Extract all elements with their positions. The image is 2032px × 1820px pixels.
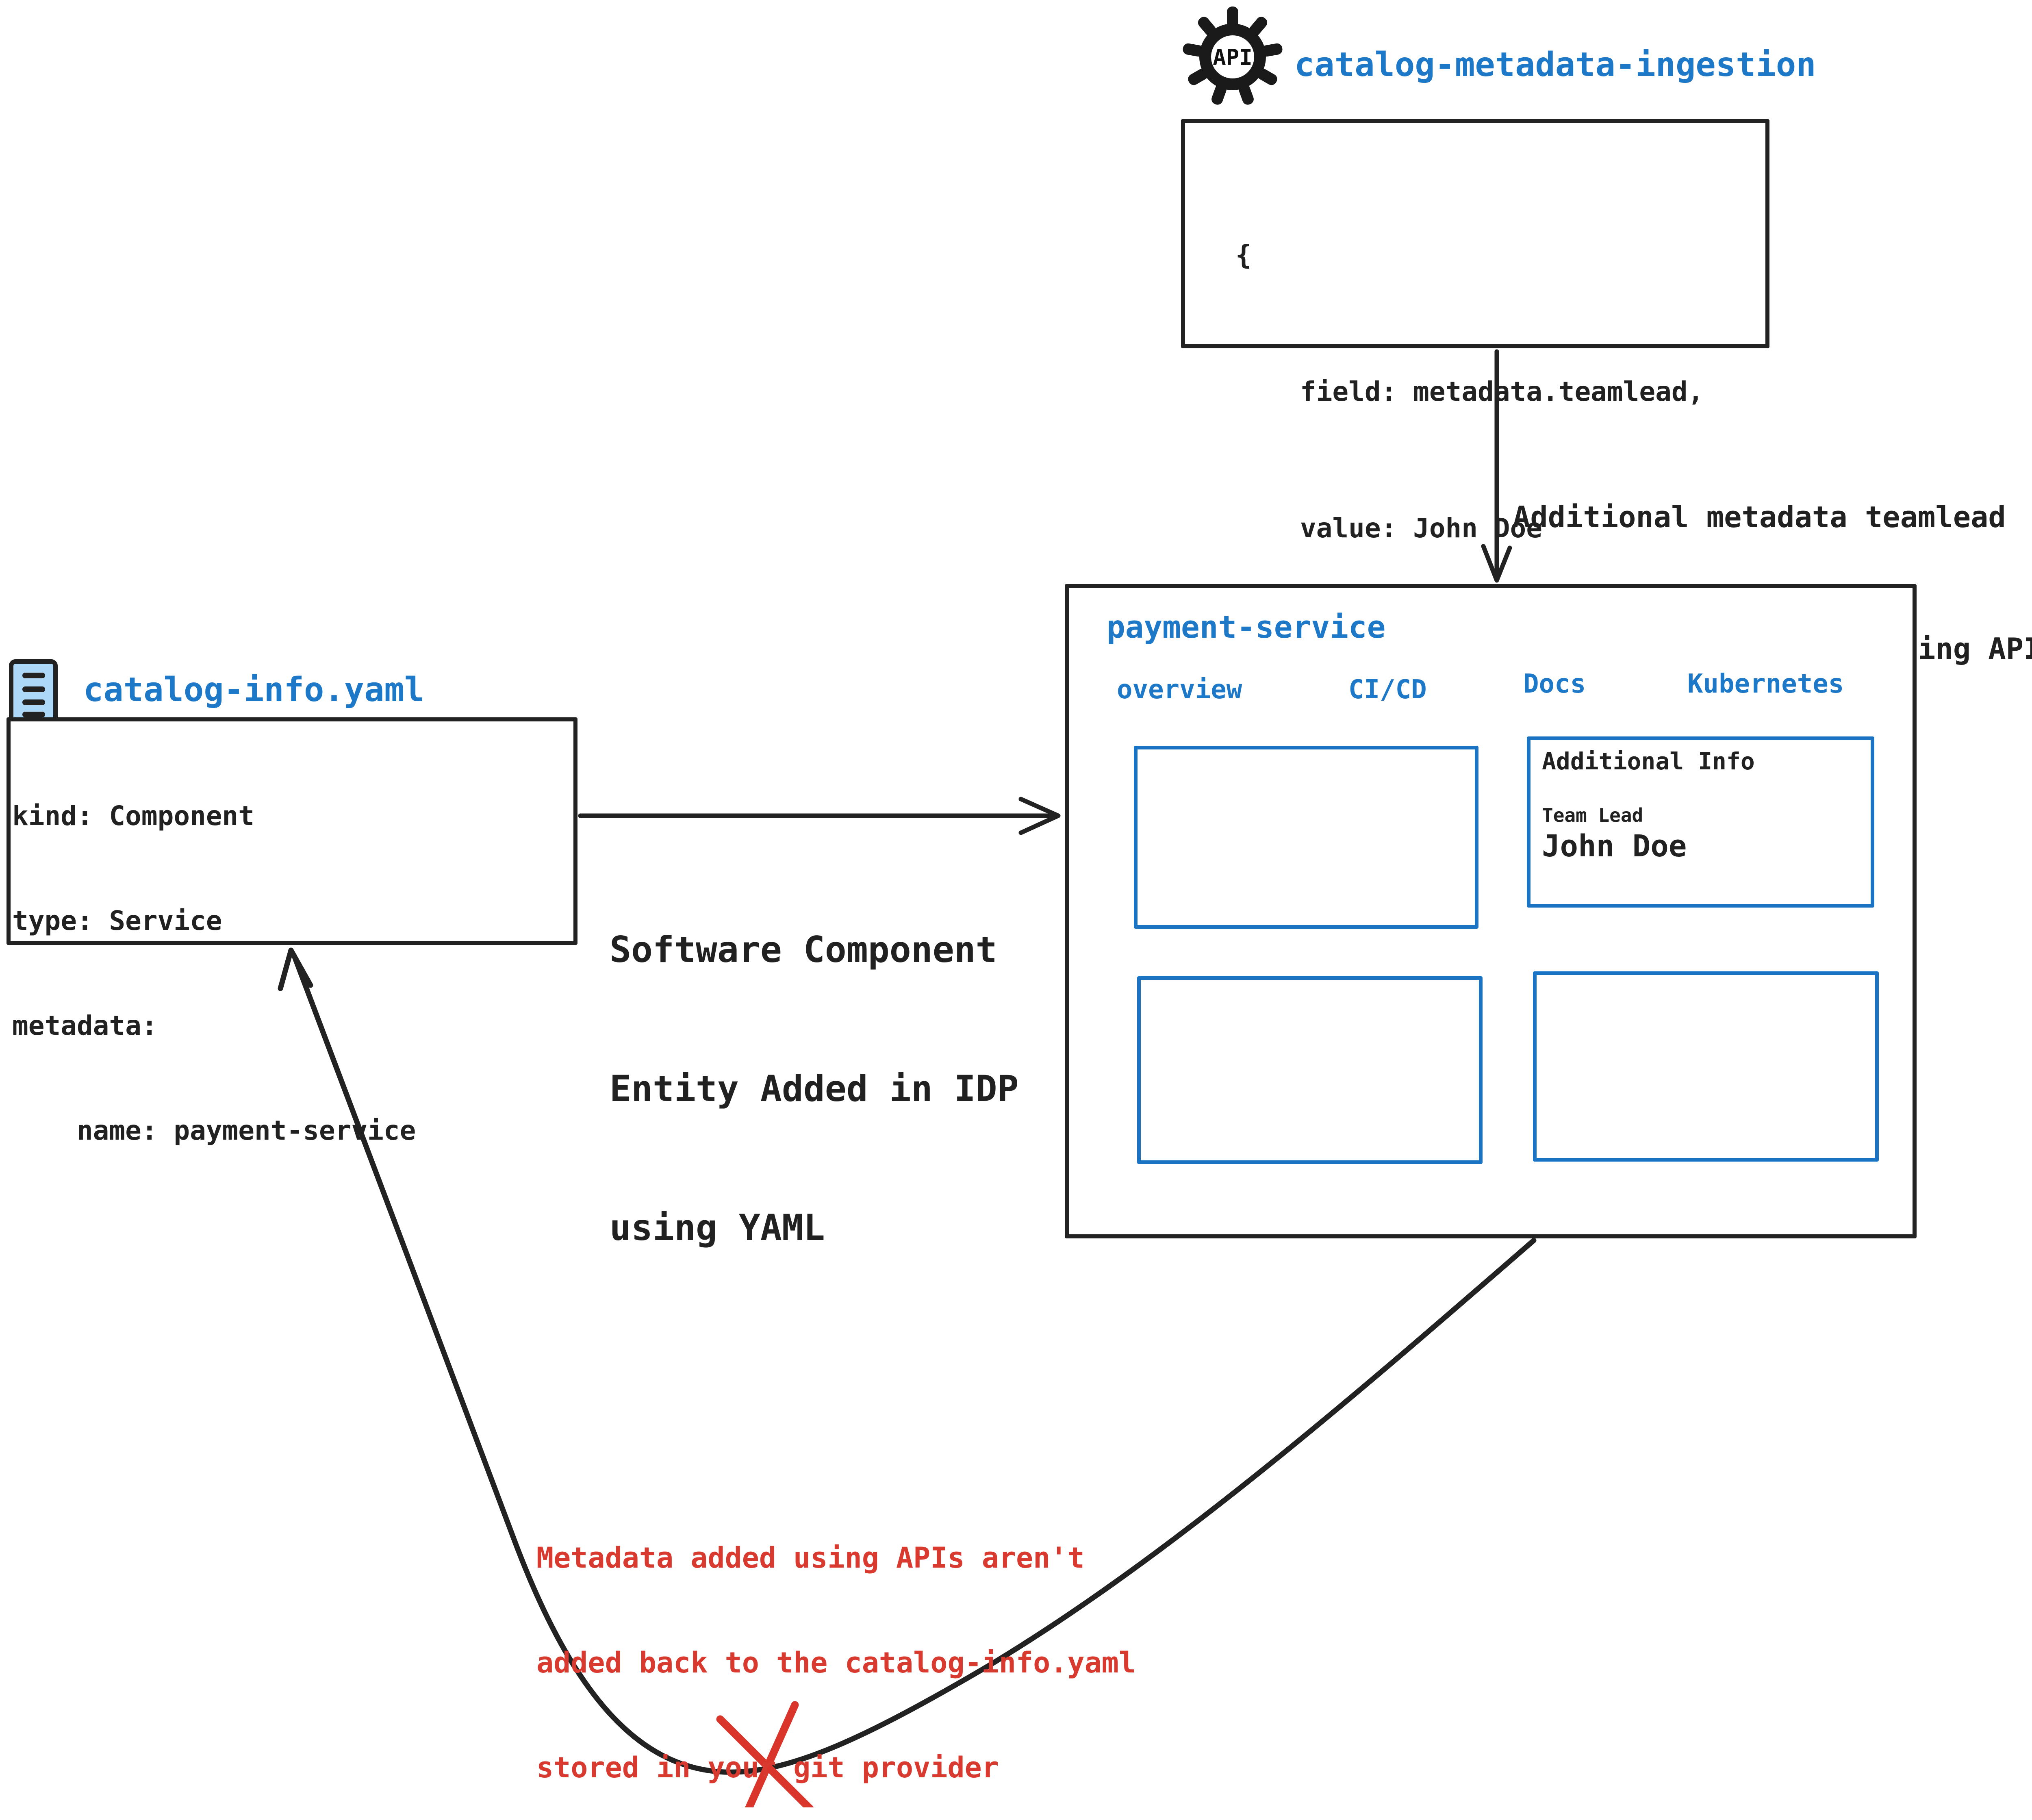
- yaml-file-icon: [9, 659, 58, 723]
- yaml-arrow-note: Software Component Entity Added in IDP u…: [610, 834, 1019, 1297]
- team-lead-label: Team Lead: [1542, 804, 1643, 826]
- api-payload-box: [1181, 119, 1769, 348]
- api-icon-label: API: [1213, 45, 1253, 70]
- overview-panel: [1134, 746, 1478, 929]
- doc-icon-bar: [22, 699, 45, 705]
- note-line: using YAML: [610, 1207, 825, 1249]
- tab-overview: overview: [1117, 675, 1242, 705]
- yaml-file-box: [7, 717, 577, 945]
- yaml-to-idp-arrow: [578, 797, 1061, 835]
- additional-info-panel: Additional Info Team Lead John Doe: [1527, 736, 1874, 908]
- note-line: Software Component: [610, 929, 997, 971]
- code-line: type: Service: [12, 905, 222, 936]
- doc-icon-bar: [22, 673, 45, 678]
- warning-line: Metadata added using APIs aren't: [536, 1541, 1085, 1575]
- tab-docs: Docs: [1523, 669, 1586, 699]
- additional-info-title: Additional Info: [1542, 747, 1755, 775]
- note-line: Additional metadata teamlead: [1513, 500, 2006, 534]
- code-line: name: payment-service: [12, 1115, 416, 1146]
- idp-entity-title: payment-service: [1107, 609, 1386, 645]
- warning-line: added back to the catalog-info.yaml: [536, 1646, 1136, 1679]
- tab-cicd: CI/CD: [1348, 675, 1427, 705]
- team-lead-value: John Doe: [1542, 829, 1687, 864]
- sync-warning-note: Metadata added using APIs aren't added b…: [536, 1470, 1136, 1820]
- warning-line: stored in your git provider: [536, 1751, 999, 1784]
- note-line: Entity Added in IDP: [610, 1068, 1019, 1110]
- yaml-file-code: kind: Component type: Service metadata: …: [12, 729, 416, 1183]
- code-line: field: metadata.teamlead,: [1235, 376, 1704, 407]
- yaml-file-title: catalog-info.yaml: [83, 671, 425, 709]
- bottom-right-panel: [1533, 971, 1879, 1162]
- api-gear-icon: API: [1183, 7, 1283, 105]
- doc-icon-bar: [22, 686, 45, 692]
- api-service-title: catalog-metadata-ingestion: [1294, 46, 1816, 84]
- bottom-left-panel: [1137, 976, 1483, 1164]
- code-line: value: John Doe: [1235, 513, 1542, 544]
- code-line: {: [1235, 239, 1252, 271]
- code-line: metadata:: [12, 1010, 158, 1041]
- code-line: kind: Component: [12, 800, 255, 832]
- tab-kubernetes: Kubernetes: [1687, 669, 1844, 699]
- doc-icon-bar: [22, 712, 45, 717]
